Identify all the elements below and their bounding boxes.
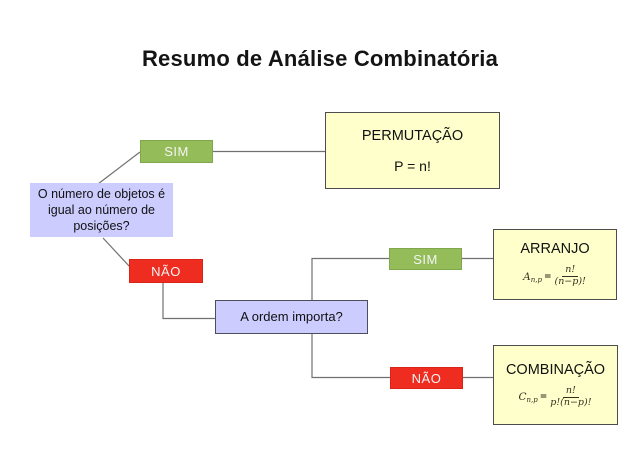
edge-decision2-to-nao2: [311, 334, 390, 379]
yes-branch-label-2: SIM: [389, 248, 462, 270]
formula-fraction: n! p!(n−p)!: [549, 385, 592, 409]
formula-subscript: n,p: [530, 275, 542, 284]
edge-decision2-to-sim2: [311, 257, 389, 300]
page-title: Resumo de Análise Combinatória: [141, 46, 499, 71]
edge-decision1-to-sim: [97, 151, 141, 185]
formula-symbol: A: [523, 270, 531, 283]
formula-symbol: C: [518, 391, 527, 403]
arranjo-title: ARRANJO: [520, 241, 590, 258]
edge-decision1-to-nao: [102, 237, 131, 268]
edge-nao-to-decision2: [162, 283, 215, 320]
result-permutacao: PERMUTAÇÃO P = n!: [325, 112, 500, 189]
fraction-denominator: p!(n−p)!: [550, 396, 592, 408]
permutacao-formula: P = n!: [394, 157, 431, 174]
formula-fraction: n! (n−p)!: [553, 264, 586, 288]
formula-subscript: n,p: [526, 396, 538, 404]
no-branch-label: NÃO: [129, 259, 203, 283]
fraction-denominator: (n−p)!: [554, 276, 586, 287]
combinacao-title: COMBINAÇÃO: [505, 361, 606, 378]
decision-objects-equal-positions: O número de objetos é igual ao número de…: [30, 183, 173, 237]
no-branch-label-2: NÃO: [390, 367, 463, 389]
formula-equals: =: [539, 392, 548, 402]
fraction-numerator: n!: [562, 264, 579, 277]
decision-order-matters: A ordem importa?: [215, 300, 368, 334]
permutacao-title: PERMUTAÇÃO: [361, 127, 464, 144]
fraction-numerator: n!: [562, 385, 579, 398]
yes-branch-label: SIM: [140, 140, 213, 163]
formula-equals: =: [543, 271, 552, 282]
